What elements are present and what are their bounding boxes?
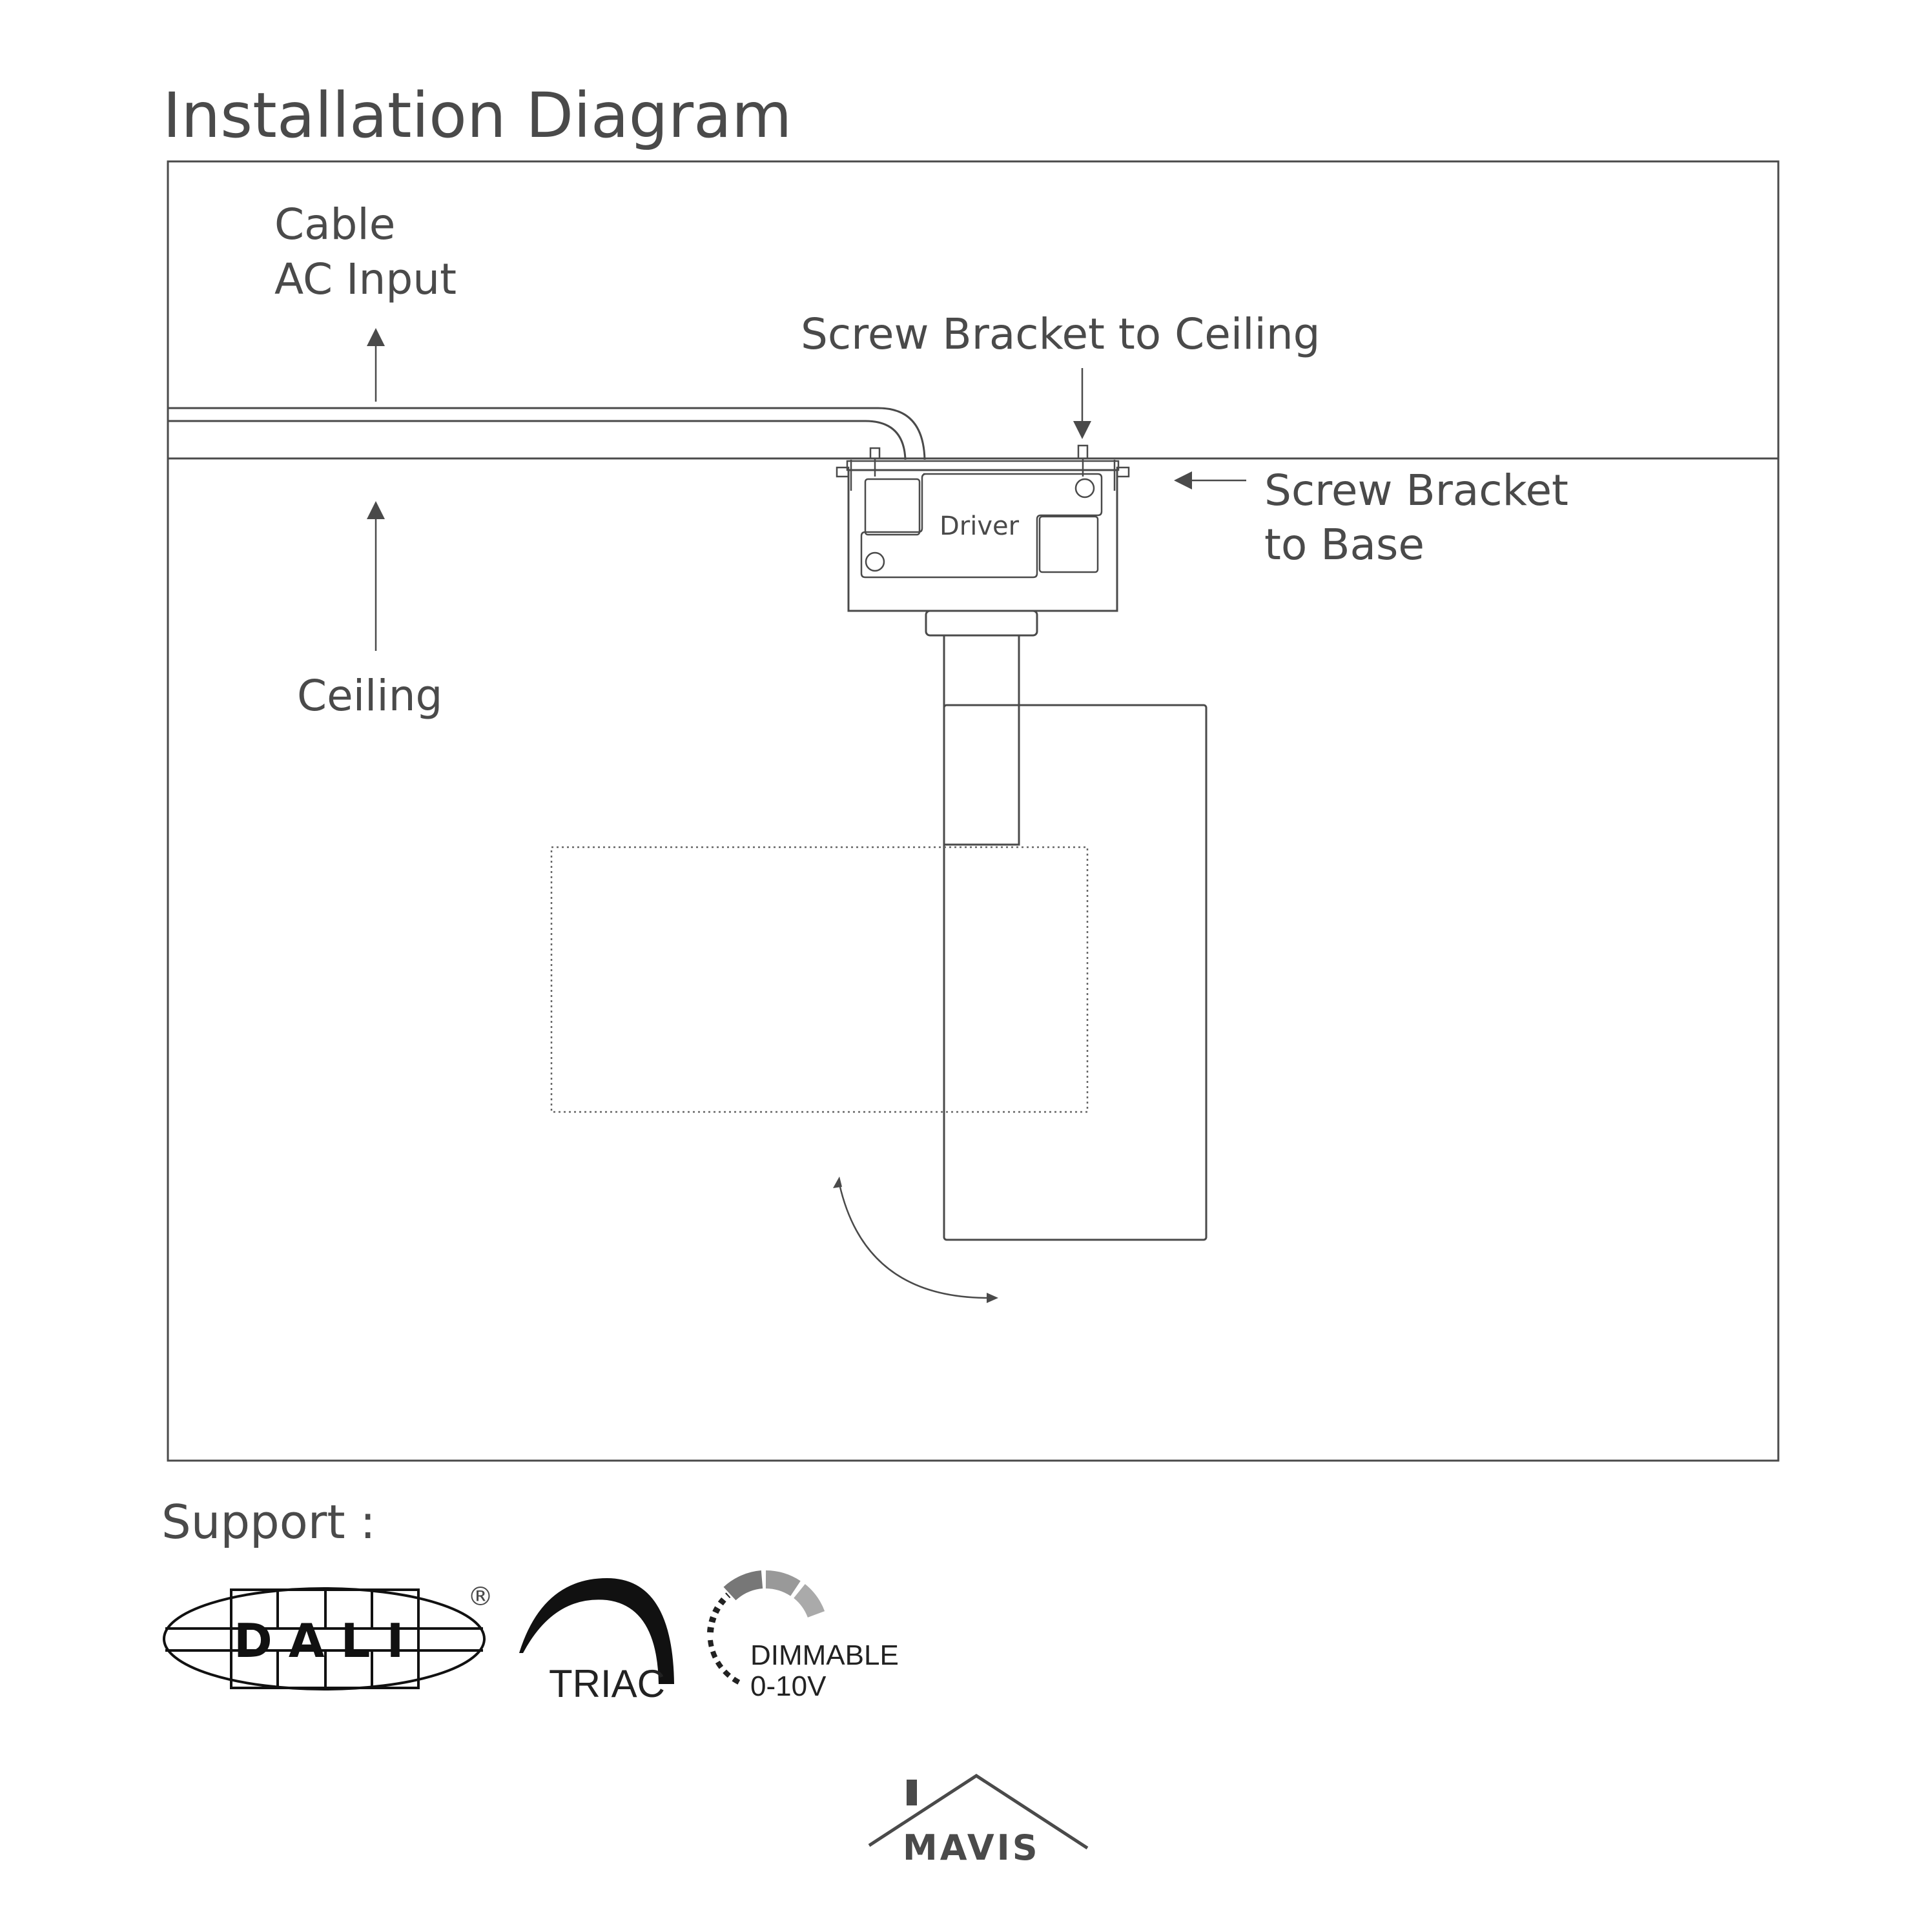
dali-logo: D A L I ® [163, 1582, 493, 1690]
dimmer-dial-icon [707, 1570, 825, 1687]
driver-label: Driver [940, 511, 1020, 541]
driver-housing: Driver [836, 444, 1130, 637]
dimmable-logo: DIMMABLE 0-10V [707, 1570, 899, 1702]
fixture-head-rotated [550, 846, 1089, 1113]
ac-input-label: AC Input [274, 254, 457, 304]
support-heading: Support : [161, 1495, 376, 1549]
rotation-arrow-icon [833, 1177, 998, 1303]
brand-name: MAVIS [903, 1827, 1040, 1868]
screw-bracket-base-label-2: to Base [1264, 520, 1424, 570]
fixture-head [943, 704, 1208, 1241]
cable-label-group: Cable AC Input [274, 200, 457, 304]
cable-ac-input [168, 407, 926, 460]
cable-label: Cable [274, 200, 395, 249]
screw-bracket-ceiling-arrow [1073, 368, 1091, 439]
page-title: Installation Diagram [163, 79, 792, 152]
fixture-stem [943, 634, 1020, 846]
dali-registered-mark: ® [468, 1582, 493, 1612]
triac-logo: TRIAC [519, 1578, 674, 1705]
house-roof-icon [868, 1774, 1089, 1850]
dali-logo-text: D A L I [234, 1614, 404, 1668]
triac-logo-text: TRIAC [549, 1662, 665, 1705]
brand-logo: MAVIS [868, 1774, 1089, 1868]
screw-bracket-base-arrow [1174, 471, 1246, 489]
ceiling-label: Ceiling [297, 671, 442, 721]
diagram-frame [167, 160, 1780, 1462]
dimmable-0-10v-text: 0-10V [750, 1670, 827, 1702]
screw-bracket-base-label: Screw Bracket [1264, 466, 1568, 515]
ceiling-arrow [367, 501, 385, 651]
dimmable-logo-text: DIMMABLE [750, 1639, 899, 1671]
cable-arrow [367, 328, 385, 402]
screw-bracket-ceiling-label: Screw Bracket to Ceiling [801, 309, 1321, 359]
